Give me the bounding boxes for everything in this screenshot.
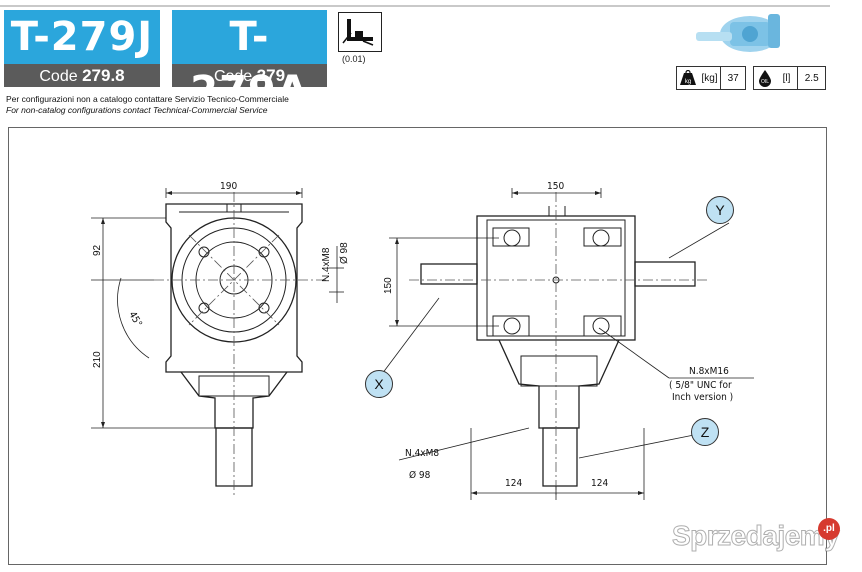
left-dim-top: 92 bbox=[92, 244, 103, 256]
left-dimensions bbox=[91, 188, 344, 429]
watermark: Sprzedajemy bbox=[671, 520, 840, 552]
note-english: For non-catalog configurations contact T… bbox=[6, 105, 268, 115]
watermark-badge: .pl bbox=[818, 518, 840, 540]
left-dim-bottom: 210 bbox=[92, 351, 103, 368]
right-view-body bbox=[420, 206, 696, 487]
oil-drop-icon: OIL bbox=[754, 67, 776, 89]
oil-spec: OIL [l] 2.5 bbox=[753, 66, 826, 90]
mounting-note: (0.01) bbox=[342, 54, 366, 64]
left-holes: N.4xM8 bbox=[321, 247, 332, 282]
model-code: Code 279.8 bbox=[4, 64, 160, 87]
dim-right-124: 124 bbox=[591, 478, 609, 489]
mounting-position-icon bbox=[338, 12, 382, 52]
label-y: Y bbox=[706, 196, 734, 224]
left-centerlines bbox=[154, 192, 329, 498]
code-value: 279 bbox=[256, 66, 286, 85]
technical-drawing-frame: 190 92 210 45° N.4xM8 Ø 98 150 150 N.8xM… bbox=[8, 127, 827, 565]
right-dimensions bbox=[378, 188, 754, 500]
unc-note-line2: Inch version ) bbox=[672, 392, 734, 403]
label-z: Z bbox=[691, 418, 719, 446]
weight-spec: kg [kg] 37 bbox=[676, 66, 746, 90]
oil-icon-text: OIL bbox=[761, 79, 769, 85]
model-card-t279j: T-279J Code 279.8 bbox=[4, 10, 160, 87]
weight-value: 37 bbox=[720, 67, 745, 89]
code-value: 279.8 bbox=[82, 66, 125, 85]
gearbox-photo bbox=[690, 8, 800, 56]
model-code: Code 279 bbox=[172, 64, 327, 87]
right-dim-height: 150 bbox=[383, 277, 394, 294]
oil-unit: [l] bbox=[782, 72, 791, 84]
weight-kg-icon: kg bbox=[677, 67, 699, 89]
model-card-t279a: T-279A Code 279 bbox=[172, 10, 327, 114]
weight-unit: [kg] bbox=[701, 72, 718, 84]
technical-drawing bbox=[91, 188, 754, 500]
oil-value: 2.5 bbox=[797, 67, 825, 89]
right-centerlines bbox=[409, 192, 709, 498]
left-pcd: Ø 98 bbox=[339, 242, 350, 264]
holes-side: N.8xM16 bbox=[689, 366, 729, 377]
weight-icon-text: kg bbox=[685, 79, 691, 85]
pcd-bottom: Ø 98 bbox=[409, 470, 431, 481]
holes-bottom: N.4xM8 bbox=[405, 448, 440, 459]
top-rule bbox=[0, 5, 830, 7]
model-title: T-279A bbox=[172, 10, 327, 114]
left-dim-width: 190 bbox=[220, 181, 238, 192]
arrowheads bbox=[101, 191, 644, 495]
dim-left-124: 124 bbox=[505, 478, 523, 489]
code-label: Code bbox=[39, 68, 78, 85]
unc-note-line1: ( 5/8" UNC for bbox=[669, 380, 732, 391]
code-label: Code bbox=[213, 68, 253, 85]
right-dim-width: 150 bbox=[547, 181, 565, 192]
model-title: T-279J bbox=[4, 10, 160, 64]
note-italian: Per configurazioni non a catalogo contat… bbox=[6, 94, 289, 104]
label-x: X bbox=[365, 370, 393, 398]
